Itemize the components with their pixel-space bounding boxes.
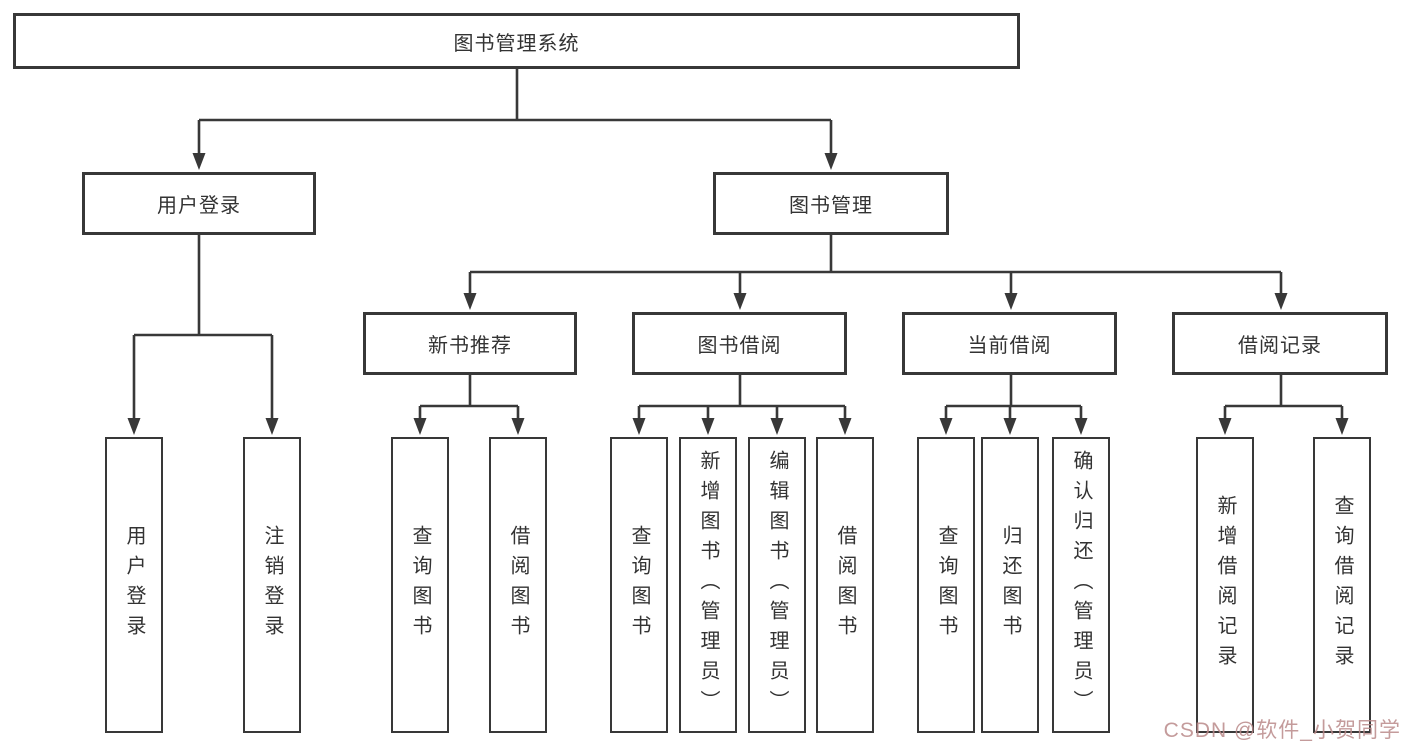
node-new-book-recommendation-label: 新书推荐	[428, 335, 512, 357]
node-root-label: 图书管理系统	[453, 32, 580, 55]
node-book-borrowing: 图书借阅	[632, 312, 847, 375]
node-new-book-recommendation: 新书推荐	[363, 312, 577, 375]
leaf-add-books-admin: 新增图书（管理员）	[679, 437, 737, 733]
leaf-query-books-borrow-label: 查询图书	[628, 525, 650, 645]
node-book-management-label: 图书管理	[789, 195, 873, 217]
csdn-watermark: CSDN @软件_小贺同学	[1163, 719, 1401, 742]
leaf-user-login-label: 用户登录	[123, 525, 145, 645]
node-current-borrowing-label: 当前借阅	[967, 335, 1052, 357]
node-borrowing-records: 借阅记录	[1172, 312, 1388, 375]
arrowheads	[127, 153, 1349, 435]
leaf-query-borrow-record-label: 查询借阅记录	[1331, 495, 1353, 675]
leaf-borrow-books-newbook-label: 借阅图书	[507, 525, 529, 645]
leaf-borrow-books: 借阅图书	[816, 437, 874, 733]
node-user-login-label: 用户登录	[157, 195, 241, 217]
leaf-confirm-return-admin: 确认归还（管理员）	[1052, 437, 1110, 733]
leaf-borrow-books-label: 借阅图书	[834, 525, 856, 645]
leaf-logout: 注销登录	[243, 437, 301, 733]
leaf-confirm-return-admin-label: 确认归还（管理员）	[1070, 450, 1092, 720]
node-current-borrowing: 当前借阅	[902, 312, 1117, 375]
leaf-query-books-newbook-label: 查询图书	[409, 525, 431, 645]
leaf-query-books-newbook: 查询图书	[391, 437, 449, 733]
node-borrowing-records-label: 借阅记录	[1238, 335, 1322, 357]
node-root-system: 图书管理系统	[13, 13, 1020, 69]
leaf-add-borrow-record: 新增借阅记录	[1196, 437, 1254, 733]
leaf-logout-label: 注销登录	[261, 525, 283, 645]
leaf-query-borrow-record: 查询借阅记录	[1313, 437, 1371, 733]
node-book-borrowing-label: 图书借阅	[697, 335, 782, 357]
leaf-query-books-borrow: 查询图书	[610, 437, 668, 733]
leaf-query-books-current: 查询图书	[917, 437, 975, 733]
leaf-user-login: 用户登录	[105, 437, 163, 733]
leaf-edit-books-admin-label: 编辑图书（管理员）	[766, 450, 788, 720]
leaf-return-books-label: 归还图书	[999, 525, 1021, 645]
leaf-borrow-books-newbook: 借阅图书	[489, 437, 547, 733]
leaf-add-books-admin-label: 新增图书（管理员）	[697, 450, 719, 720]
leaf-add-borrow-record-label: 新增借阅记录	[1214, 495, 1236, 675]
leaf-edit-books-admin: 编辑图书（管理员）	[748, 437, 806, 733]
leaf-return-books: 归还图书	[981, 437, 1039, 733]
connector-path	[132, 68, 1344, 421]
node-user-login: 用户登录	[82, 172, 316, 235]
leaf-query-books-current-label: 查询图书	[935, 525, 957, 645]
node-book-management: 图书管理	[713, 172, 949, 235]
